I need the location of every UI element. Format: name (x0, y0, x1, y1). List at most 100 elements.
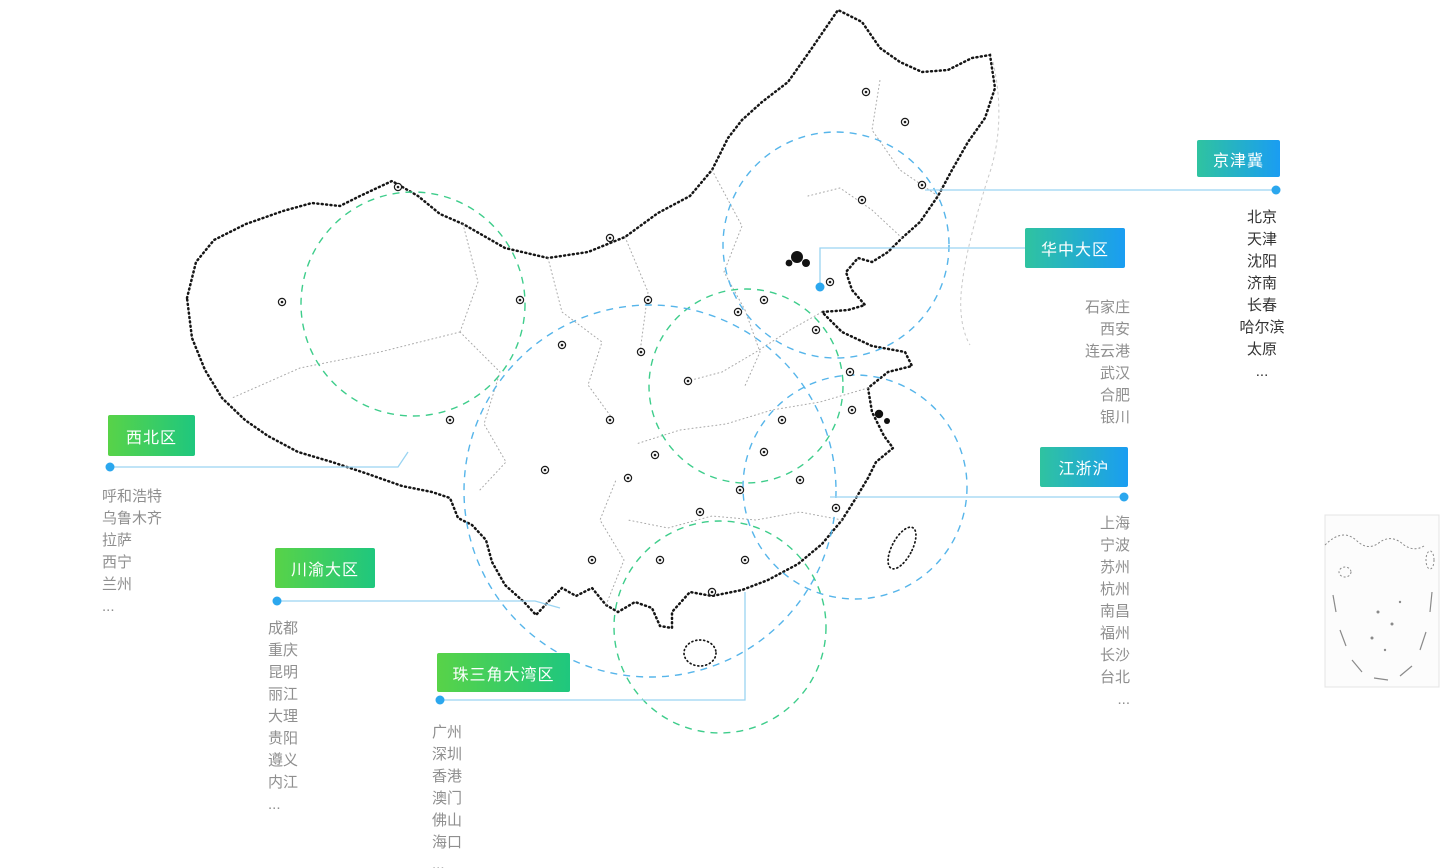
callout-line-xibei (110, 451, 409, 468)
city-item: 深圳 (432, 746, 463, 763)
city-item: 成都 (268, 620, 299, 637)
city-marker (393, 182, 403, 192)
region-circle-zhusanjiao (613, 520, 827, 734)
city-marker (733, 307, 743, 317)
city-list-zhusanjiao: 广州深圳香港澳门佛山海口... (432, 722, 552, 868)
city-marker (857, 195, 867, 205)
city-item: 太原 (1246, 341, 1277, 358)
province-boundaries (231, 79, 939, 606)
city-item: 昆明 (268, 664, 299, 681)
callout-line-zhusanjiao (440, 592, 746, 701)
yangtze-delta-blob (884, 418, 890, 424)
city-item: 连云港 (1084, 343, 1130, 360)
region-label-huazhong[interactable]: 华中大区 (1025, 228, 1125, 268)
callout-dot-jingjinji (1271, 185, 1281, 195)
callouts (105, 185, 1281, 705)
city-item: 济南 (1246, 275, 1277, 292)
callout-line-huazhong (819, 247, 1025, 287)
region-label-chuanyu[interactable]: 川渝大区 (275, 548, 375, 588)
city-marker (623, 473, 633, 483)
city-marker (445, 415, 455, 425)
city-marker (655, 555, 665, 565)
city-item: 台北 (1099, 669, 1130, 686)
china-outline (185, 8, 997, 630)
city-item: 石家庄 (1084, 299, 1130, 316)
city-markers (277, 87, 927, 597)
region-label-jingjinji[interactable]: 京津冀 (1197, 140, 1280, 177)
city-list-huazhong: 石家庄西安连云港武汉合肥银川 (1020, 297, 1130, 429)
city-item: ... (268, 796, 281, 813)
region-label-jiangzhehu[interactable]: 江浙沪 (1040, 447, 1128, 487)
city-item: ... (1255, 363, 1269, 380)
city-marker (587, 555, 597, 565)
city-list-chuanyu: 成都重庆昆明丽江大理贵阳遵义内江... (268, 618, 368, 816)
city-item: 丽江 (268, 686, 299, 703)
region-label-zhusanjiao[interactable]: 珠三角大湾区 (437, 653, 570, 692)
city-item: 香港 (432, 768, 463, 785)
callout-dot-xibei (105, 462, 115, 472)
city-item: ... (102, 598, 115, 615)
city-item: 拉萨 (102, 532, 133, 549)
city-item: 宁波 (1099, 537, 1130, 554)
region-circles (300, 131, 968, 734)
beijing-urban-blob (785, 259, 793, 267)
beijing-urban-blob (802, 259, 810, 267)
city-marker (515, 295, 525, 305)
region-circle-jiangzhehu (742, 374, 968, 600)
city-item: 遵义 (268, 752, 299, 769)
city-item: 内江 (268, 774, 299, 791)
region-circle-xibei (300, 191, 526, 417)
city-item: 西宁 (102, 554, 133, 571)
city-item: 乌鲁木齐 (102, 510, 163, 527)
city-marker (861, 87, 871, 97)
region-label-xibei[interactable]: 西北区 (108, 415, 195, 456)
city-item: 杭州 (1099, 581, 1130, 598)
city-item: 沈阳 (1246, 253, 1277, 270)
beijing-urban-blob (791, 251, 803, 263)
city-marker (845, 367, 855, 377)
city-marker (540, 465, 550, 475)
city-item: 福州 (1099, 625, 1130, 642)
city-marker (740, 555, 750, 565)
region-circle-jingjinji (722, 131, 950, 359)
taiwan-island (887, 526, 917, 570)
region-circle-chuanyu (463, 304, 837, 678)
city-item: 上海 (1099, 515, 1130, 532)
city-item: 长春 (1246, 297, 1277, 314)
city-marker (707, 587, 717, 597)
city-marker (847, 405, 857, 415)
city-list-jingjinji: 北京天津沈阳济南长春哈尔滨太原... (1202, 207, 1322, 383)
city-item: 合肥 (1099, 387, 1130, 404)
city-item: 呼和浩特 (102, 488, 163, 505)
city-item: 海口 (432, 834, 463, 851)
adjacent-coastline (960, 61, 1000, 346)
city-item: 贵阳 (268, 730, 299, 747)
city-item: ... (1117, 691, 1130, 708)
city-marker (777, 415, 787, 425)
city-item: 哈尔滨 (1239, 319, 1285, 336)
city-marker (831, 503, 841, 513)
city-marker (811, 325, 821, 335)
city-marker (759, 447, 769, 457)
city-item: 银川 (1099, 409, 1130, 426)
city-list-xibei: 呼和浩特乌鲁木齐拉萨西宁兰州... (102, 486, 222, 618)
city-marker (277, 297, 287, 307)
city-marker (636, 347, 646, 357)
city-marker (917, 180, 927, 190)
city-item: 南昌 (1099, 603, 1130, 620)
yangtze-delta-blob (874, 409, 884, 419)
city-list-jiangzhehu: 上海宁波苏州杭州南昌福州长沙台北... (1020, 513, 1130, 711)
callout-line-chuanyu (277, 600, 561, 609)
city-marker (557, 340, 567, 350)
city-item: 北京 (1246, 209, 1277, 226)
city-item: 广州 (432, 724, 463, 741)
south-china-sea-inset (1324, 514, 1440, 688)
city-item: 兰州 (102, 576, 133, 593)
city-item: 天津 (1246, 231, 1277, 248)
city-item: 西安 (1099, 321, 1130, 338)
city-marker (795, 475, 805, 485)
city-marker (650, 450, 660, 460)
city-item: 苏州 (1099, 559, 1130, 576)
